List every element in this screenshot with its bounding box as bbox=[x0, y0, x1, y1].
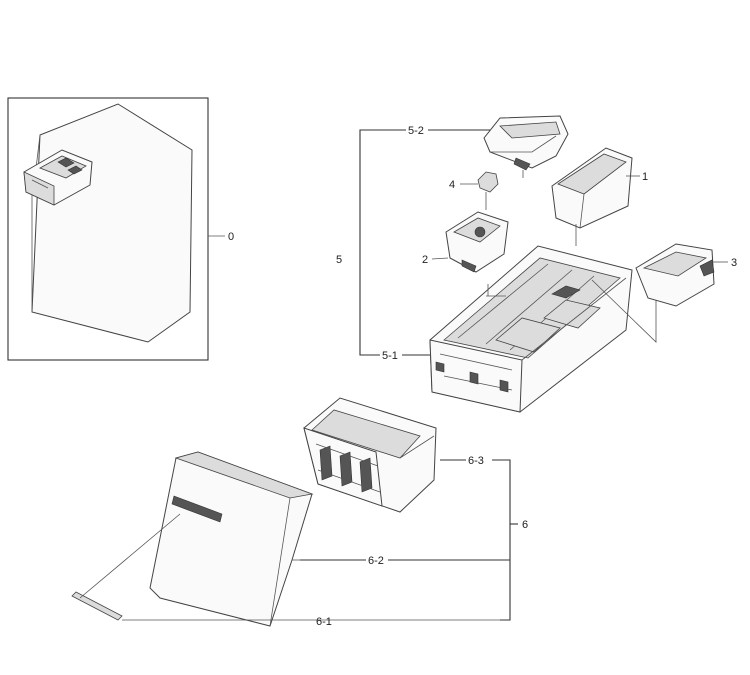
label-4: 4 bbox=[449, 179, 455, 191]
part-6-2-front-panel bbox=[149, 451, 314, 627]
label-6-1: 6-1 bbox=[316, 616, 332, 628]
label-0: 0 bbox=[228, 231, 234, 243]
dispenser-drawer-small bbox=[23, 149, 93, 206]
part-2-cup bbox=[431, 211, 509, 273]
inset-frame bbox=[7, 97, 209, 361]
label-2: 2 bbox=[422, 254, 428, 266]
bracket-5 bbox=[359, 129, 490, 356]
part-4-cap bbox=[460, 171, 499, 210]
part-5-2-tray bbox=[483, 115, 569, 178]
bracket-6 bbox=[300, 459, 518, 621]
label-5-2: 5-2 bbox=[408, 125, 424, 137]
label-6-3: 6-3 bbox=[468, 455, 484, 467]
label-5: 5 bbox=[336, 254, 342, 266]
part-6-1-handle-trim bbox=[71, 513, 500, 621]
label-1: 1 bbox=[642, 171, 648, 183]
label-5-1: 5-1 bbox=[382, 350, 398, 362]
part-0-washer-cabinet-group bbox=[7, 97, 225, 361]
label-6-2: 6-2 bbox=[368, 555, 384, 567]
label-6: 6 bbox=[522, 519, 528, 531]
part-3-cup bbox=[635, 243, 728, 307]
part-1-cup bbox=[551, 147, 640, 229]
label-3: 3 bbox=[731, 257, 737, 269]
part-6-3-drawer-inner bbox=[303, 397, 437, 513]
washer-cabinet bbox=[31, 103, 193, 343]
part-5-1-housing bbox=[429, 224, 657, 413]
